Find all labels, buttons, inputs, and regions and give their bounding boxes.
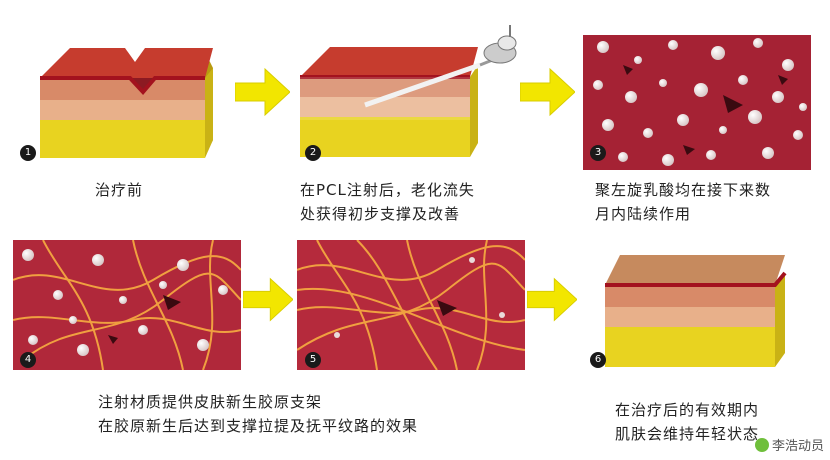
caption-step-6: 在治疗后的有效期内 肌肤会维持年轻状态	[615, 398, 759, 446]
caption-line: 处获得初步支撑及改善	[300, 205, 461, 223]
caption-line: 治疗前	[95, 181, 144, 199]
syringe-icon	[364, 25, 517, 108]
caption-step-4: 注射材质提供皮肤新生胶原支架 在胶原新生后达到支撑拉提及抚平纹路的效果	[98, 390, 418, 438]
step-number-1: 1	[20, 145, 36, 161]
right-arrow-icon	[243, 277, 293, 322]
collagen-field-dense	[297, 240, 525, 370]
panel-3-microspheres	[583, 35, 811, 170]
panel-6-skin-after	[600, 245, 790, 375]
watermark: 李浩动员	[754, 435, 824, 454]
watermark-text: 李浩动员	[771, 439, 824, 454]
step-number-3: 3	[590, 145, 606, 161]
caption-line: 在PCL注射后，老化流失	[300, 181, 475, 199]
caption-line: 聚左旋乳酸均在接下来数	[595, 181, 772, 199]
caption-step-1: 治疗前	[95, 178, 143, 202]
right-arrow-icon	[520, 67, 575, 117]
panel-1-skin-before	[35, 40, 215, 170]
microsphere-field	[583, 35, 811, 170]
right-arrow-icon	[527, 277, 577, 322]
skin-block-wrinkled	[40, 48, 213, 158]
right-arrow-icon	[235, 67, 290, 117]
step-number-6: 6	[590, 352, 606, 368]
skin-block-smooth	[605, 255, 787, 367]
wechat-logo-icon	[754, 438, 769, 452]
caption-line: 在治疗后的有效期内	[615, 401, 760, 419]
caption-step-2: 在PCL注射后，老化流失 处获得初步支撑及改善	[300, 178, 475, 226]
step-number-2: 2	[305, 145, 321, 161]
panel-4-collagen-scaffold	[13, 240, 241, 370]
collagen-field	[13, 240, 241, 370]
caption-line: 在胶原新生后达到支撑拉提及抚平纹路的效果	[98, 417, 419, 435]
caption-line: 月内陆续作用	[595, 205, 692, 223]
panel-5-collagen-dense	[297, 240, 525, 370]
step-number-5: 5	[305, 352, 321, 368]
caption-line: 注射材质提供皮肤新生胶原支架	[98, 393, 323, 411]
caption-line: 肌肤会维持年轻状态	[615, 425, 760, 443]
step-number-4: 4	[20, 352, 36, 368]
skin-block-injected	[300, 25, 517, 157]
caption-step-3: 聚左旋乳酸均在接下来数 月内陆续作用	[595, 178, 771, 226]
panel-2-skin-injection	[295, 25, 520, 170]
